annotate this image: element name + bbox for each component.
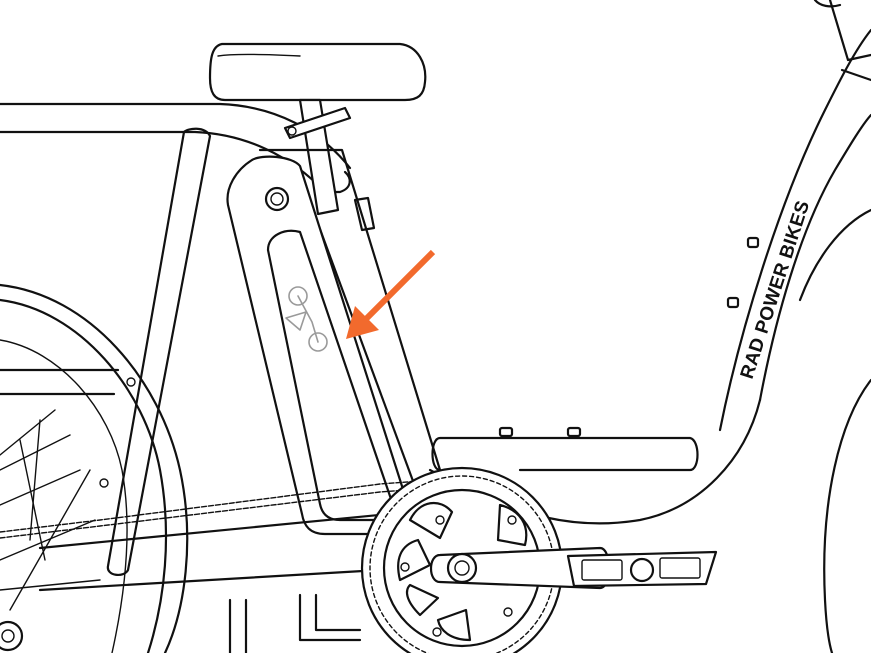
top-tube: [0, 102, 352, 194]
front-frame: RAD POWER BIKES: [718, 0, 871, 653]
seat: [208, 42, 427, 102]
seat-post: [283, 98, 352, 216]
kickstand-area: [228, 593, 362, 653]
pedal: [566, 550, 718, 588]
rad-bike-logo-icon: [285, 286, 328, 352]
crank-arm: [429, 546, 611, 590]
wheel-spokes: [0, 409, 101, 611]
arrow-icon: [346, 249, 436, 339]
rear-wheel: [0, 283, 189, 653]
brand-label: RAD POWER BIKES: [737, 198, 814, 381]
rear-rack-strut: [0, 127, 212, 576]
